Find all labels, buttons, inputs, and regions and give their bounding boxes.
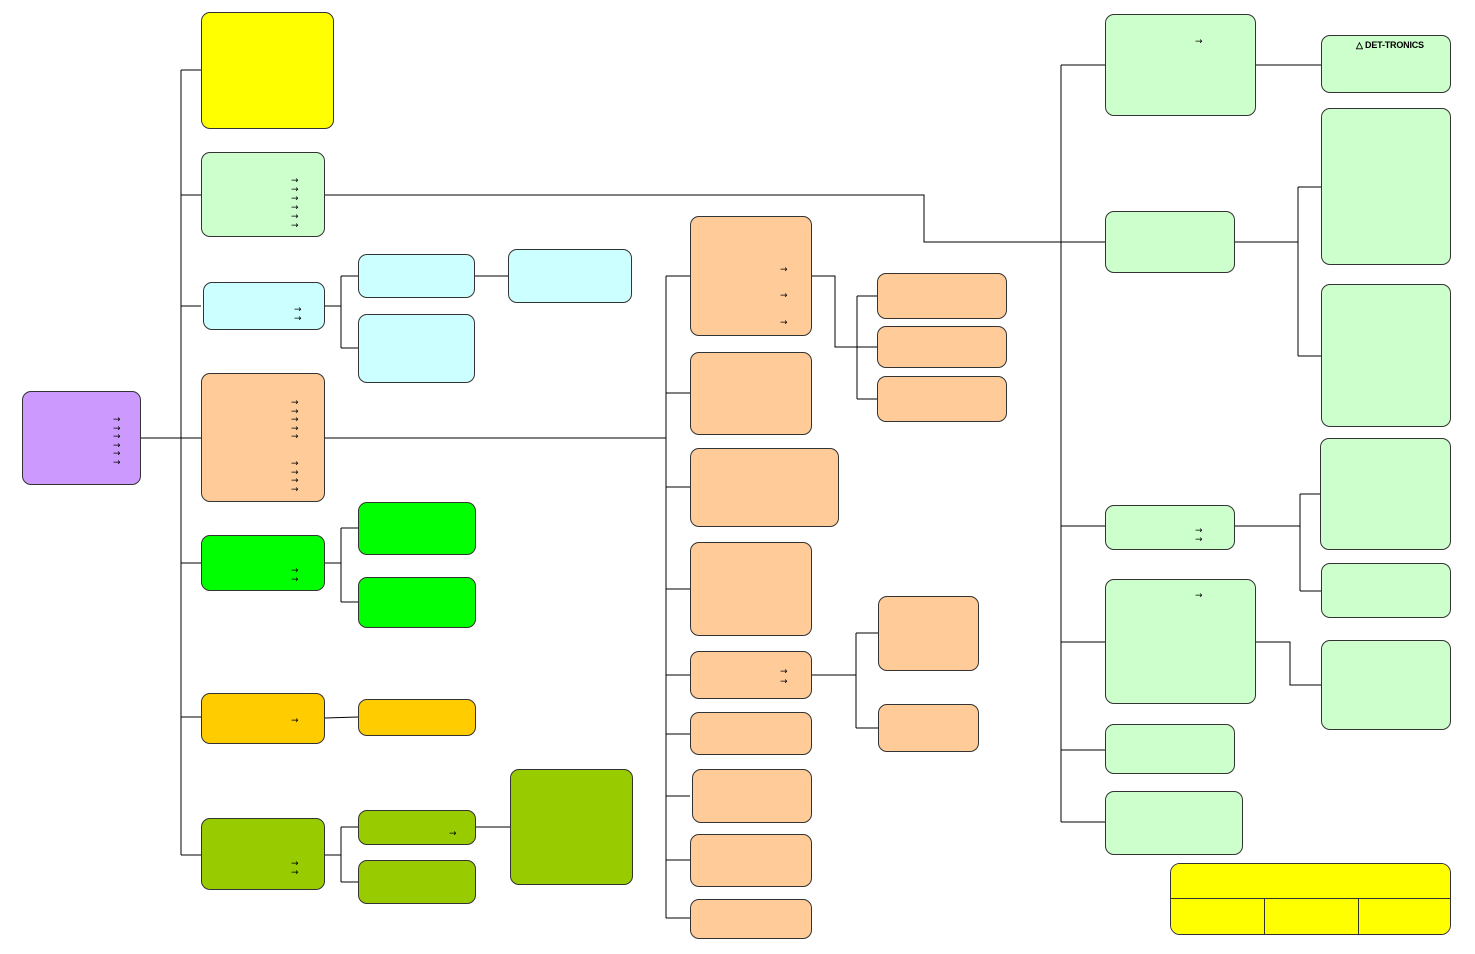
cyan-child-1a [508, 249, 632, 303]
right-node-4 [1105, 579, 1256, 704]
arrow-right-icon: → [291, 476, 299, 486]
peach-grandchild-4 [878, 596, 979, 671]
arrow-right-icon: → [780, 667, 788, 677]
arrow-right-icon: → [113, 449, 121, 459]
arrow-right-icon: → [291, 398, 299, 408]
peach-grandchild-3 [877, 376, 1007, 422]
green-child-1 [358, 502, 476, 555]
arrow-right-icon: → [291, 566, 299, 576]
arrow-right-icon: → [291, 716, 299, 726]
peach-grandchild-2 [877, 326, 1007, 368]
det-tronics-logo: △ DET-TRONICS [1356, 40, 1424, 50]
arrow-right-icon: → [291, 859, 299, 869]
gold-node [201, 693, 325, 744]
green-child-2 [358, 577, 476, 628]
arrow-right-icon: → [291, 459, 299, 469]
peach-child-7 [692, 769, 812, 823]
peach-child-4 [690, 542, 812, 636]
legend-cell-1 [1171, 899, 1265, 934]
arrow-right-icon: → [780, 677, 788, 687]
warning-triangle-icon: △ [1356, 40, 1363, 50]
right-node-3-child-1 [1320, 438, 1451, 550]
arrow-right-icon: → [1195, 526, 1203, 536]
peach-grandchild-1 [877, 273, 1007, 319]
gold-child [358, 699, 476, 736]
arrow-right-icon: → [291, 221, 299, 231]
arrow-right-icon: → [294, 305, 302, 315]
arrow-right-icon: → [113, 415, 121, 425]
green-node [201, 535, 325, 591]
cyan-child-2 [358, 314, 475, 383]
arrow-right-icon: → [449, 829, 457, 839]
cyan-node [203, 282, 325, 330]
arrow-right-icon: → [291, 406, 299, 417]
peach-grandchild-5 [878, 704, 979, 752]
arrow-right-icon: → [291, 484, 299, 495]
olive-child-2 [358, 860, 476, 904]
arrow-right-icon: → [291, 176, 299, 186]
legend-cell-2 [1265, 899, 1359, 934]
legend-cell-3 [1359, 899, 1450, 934]
olive-child-1 [358, 810, 476, 845]
root-node [22, 391, 141, 485]
arrow-right-icon: → [113, 423, 121, 434]
right-node-2 [1105, 211, 1235, 273]
arrow-right-icon: → [291, 432, 299, 442]
olive-child-1a [510, 769, 633, 885]
connector-line [1256, 641, 1321, 686]
arrow-right-icon: → [1195, 591, 1203, 601]
arrow-right-icon: → [291, 185, 299, 195]
arrow-right-icon: → [291, 575, 299, 585]
right-node-1-child [1321, 35, 1451, 93]
legend-box [1170, 863, 1451, 935]
arrow-right-icon: → [291, 194, 299, 204]
right-node-3 [1105, 505, 1235, 550]
light-green-node [201, 152, 325, 237]
peach-child-9 [690, 899, 812, 939]
peach-child-2 [690, 352, 812, 435]
peach-child-1 [690, 216, 812, 336]
peach-child-5 [690, 651, 812, 699]
arrow-right-icon: → [1195, 535, 1203, 545]
arrow-right-icon: → [294, 314, 302, 324]
peach-node [201, 373, 325, 502]
arrow-right-icon: → [291, 212, 299, 222]
arrow-right-icon: → [1195, 37, 1203, 47]
right-node-6 [1105, 791, 1243, 855]
arrow-right-icon: → [291, 423, 299, 434]
peach-child-6 [690, 712, 812, 755]
right-node-4-child [1321, 640, 1451, 730]
right-node-5 [1105, 724, 1235, 774]
legend-header [1171, 864, 1450, 899]
cyan-child-1 [358, 254, 475, 298]
arrow-right-icon: → [780, 265, 788, 275]
connector-line [812, 275, 857, 348]
peach-child-8 [690, 834, 812, 887]
arrow-right-icon: → [291, 415, 299, 425]
right-node-2-child-1 [1321, 108, 1451, 265]
right-node-1 [1105, 14, 1256, 116]
arrow-right-icon: → [780, 291, 788, 301]
arrow-right-icon: → [113, 457, 121, 468]
olive-node [201, 818, 325, 890]
arrow-right-icon: → [291, 868, 299, 878]
right-node-2-child-2 [1321, 284, 1451, 427]
arrow-right-icon: → [113, 440, 121, 451]
connector-line [324, 716, 359, 719]
peach-child-3 [690, 448, 839, 527]
connector-line [325, 194, 1105, 243]
arrow-right-icon: → [780, 318, 788, 328]
arrow-right-icon: → [291, 467, 299, 478]
arrow-right-icon: → [113, 432, 121, 442]
right-node-3-child-2 [1321, 563, 1451, 618]
arrow-right-icon: → [291, 203, 299, 213]
yellow-node [201, 12, 334, 129]
